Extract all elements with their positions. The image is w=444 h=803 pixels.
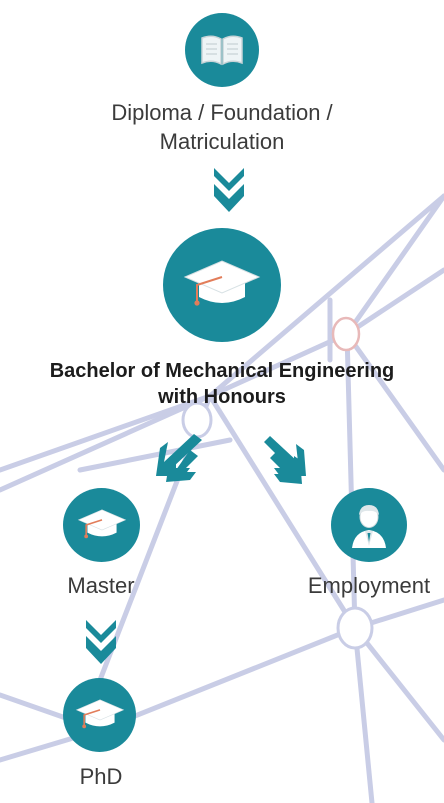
open-book-icon	[201, 35, 243, 66]
graduation-cap-icon	[75, 699, 124, 729]
arrow-down-right-icon	[264, 436, 306, 484]
diploma-label-line2: Matriculation	[159, 129, 285, 154]
arrow-down-icon	[86, 620, 116, 664]
arrow-down-icon	[214, 168, 244, 212]
bachelor-label-line1: Bachelor of Mechanical Engineering	[49, 360, 395, 382]
master-label: Master	[67, 573, 135, 598]
arrow-down-left-icon	[156, 434, 202, 482]
diploma-label-line1: Diploma / Foundation /	[111, 100, 333, 125]
bachelor-label: Bachelor of Mechanical Engineering with …	[0, 358, 444, 410]
bachelor-icon-circle	[163, 228, 281, 342]
bachelor-label-line2: with Honours	[158, 386, 286, 408]
graduation-cap-icon	[77, 509, 126, 539]
master-icon-circle	[63, 488, 140, 562]
diploma-label: Diploma / Foundation / Matriculation	[60, 98, 384, 156]
phd-icon-circle	[63, 678, 136, 752]
phd-label: PhD	[79, 764, 123, 789]
employment-icon-circle	[331, 488, 407, 562]
professional-person-icon	[352, 505, 386, 548]
diploma-icon-circle	[185, 13, 259, 87]
graduation-cap-icon	[183, 260, 261, 306]
employment-label: Employment	[307, 573, 431, 598]
